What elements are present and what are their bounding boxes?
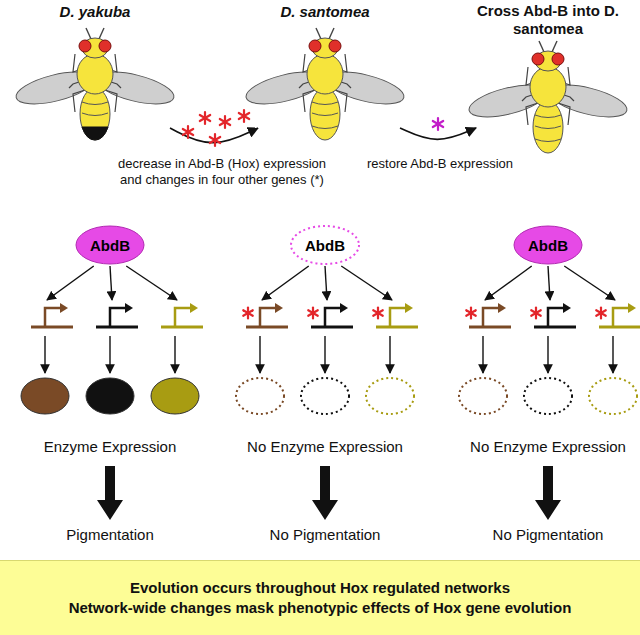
expression-arrow — [482, 336, 483, 373]
text-label: D. yakuba — [10, 3, 180, 21]
promoter-symbol — [161, 303, 203, 327]
absent-enzyme — [366, 378, 414, 414]
text-label: Enzyme Expression — [5, 438, 215, 456]
text-label: restore Abd-B expression — [340, 156, 540, 172]
regulation-arrow — [110, 266, 112, 300]
enzyme — [86, 378, 134, 414]
asterisk — [531, 308, 541, 319]
expression-arrow — [174, 336, 175, 373]
text-label: No Pigmentation — [458, 526, 638, 544]
absent-enzyme — [524, 378, 572, 414]
conclusion-text: Evolution occurs throughout Hox regulate… — [130, 578, 510, 598]
asterisk — [210, 134, 220, 146]
conclusion-band: Evolution occurs throughout Hox regulate… — [0, 560, 640, 635]
text-label: decrease in Abd-B (Hox) expression and c… — [115, 156, 330, 187]
expression-arrow — [612, 336, 613, 373]
gene-name: AbdB — [90, 237, 130, 254]
regulation-arrow — [564, 266, 615, 300]
fly — [13, 28, 177, 140]
regulation-arrow — [126, 266, 177, 300]
regulation-arrow — [262, 266, 309, 300]
fly — [243, 28, 407, 140]
regulation-arrow — [341, 266, 392, 300]
enzyme — [151, 378, 199, 414]
gene-ellipse: AbdB — [74, 224, 146, 266]
outcome-arrow — [97, 466, 123, 520]
enzyme — [21, 378, 69, 414]
asterisk — [433, 118, 443, 130]
asterisk — [183, 126, 193, 138]
expression-arrow — [109, 336, 110, 373]
expression-arrow — [259, 336, 260, 373]
text-label: No Enzyme Expression — [220, 438, 430, 456]
expression-arrow — [389, 336, 390, 373]
asterisk — [243, 308, 253, 319]
text-label: Pigmentation — [10, 526, 210, 544]
asterisk — [373, 308, 383, 319]
asterisk — [200, 112, 210, 124]
asterisk — [220, 116, 230, 128]
absent-enzyme — [589, 378, 637, 414]
regulation-arrow — [325, 266, 327, 300]
promoter-symbol — [31, 303, 73, 327]
outcome-arrow — [312, 466, 338, 520]
asterisk — [308, 308, 318, 319]
text-label: No Pigmentation — [225, 526, 425, 544]
text-label: D. santomea — [240, 3, 410, 21]
promoter-symbol — [96, 303, 138, 327]
gene-name: AbdB — [528, 237, 568, 254]
regulation-arrow — [485, 266, 532, 300]
outcome-arrow — [535, 466, 561, 520]
absent-enzyme — [301, 378, 349, 414]
expression-arrow — [324, 336, 325, 373]
text-label: Cross Abd-B into D. santomea — [463, 2, 633, 38]
gene-ellipse: AbdB — [512, 224, 584, 266]
text-label: No Enzyme Expression — [458, 438, 638, 456]
asterisk — [239, 110, 249, 122]
regulation-arrow — [47, 266, 94, 300]
absent-enzyme — [236, 378, 284, 414]
gene-ellipse: AbdB — [289, 224, 361, 266]
asterisk — [596, 308, 606, 319]
expression-arrow — [44, 336, 45, 373]
conclusion-text: Network-wide changes mask phenotypic eff… — [69, 598, 572, 618]
asterisk — [466, 308, 476, 319]
gene-name: AbdB — [305, 237, 345, 254]
expression-arrow — [547, 336, 548, 373]
fly — [466, 41, 630, 153]
absent-enzyme — [459, 378, 507, 414]
regulation-arrow — [548, 266, 550, 300]
